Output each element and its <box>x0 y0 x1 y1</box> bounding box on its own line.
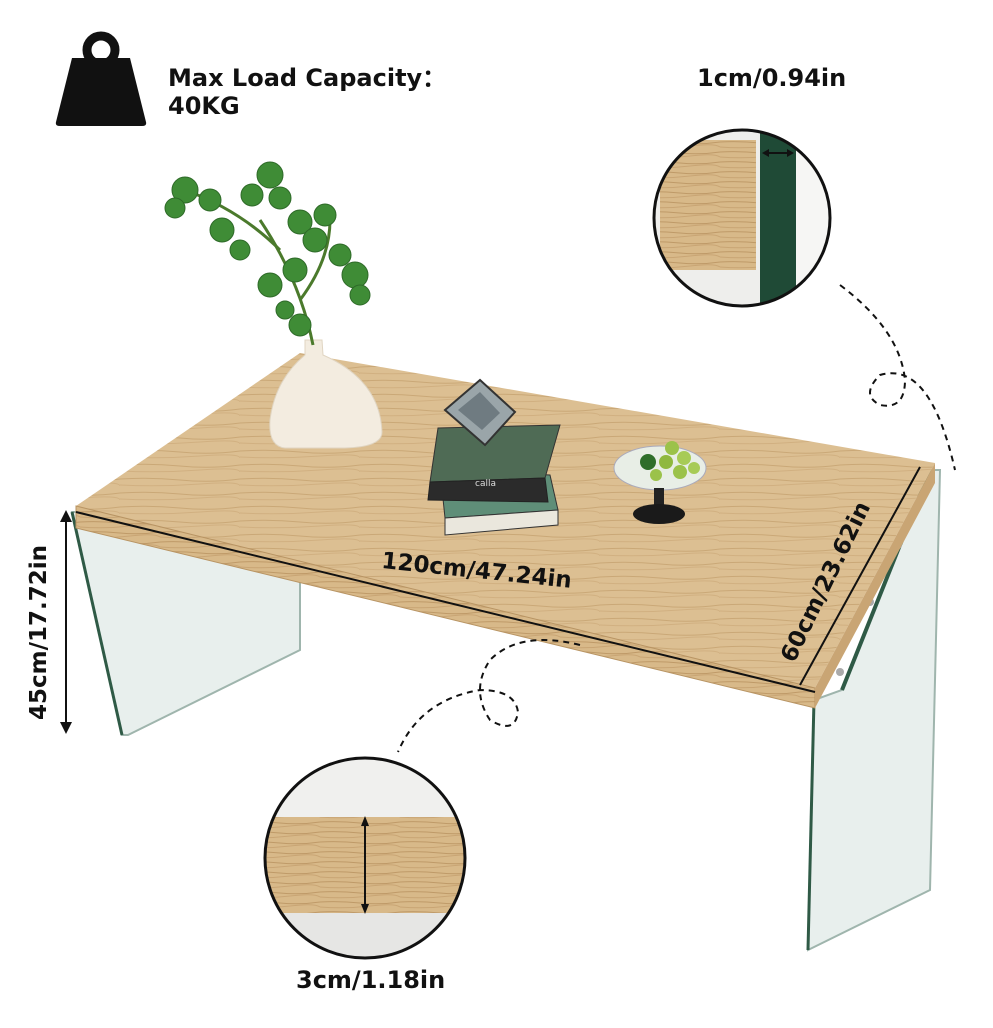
connector-top <box>839 284 956 471</box>
length-dimension-line <box>75 511 816 693</box>
height-dimension-arrow <box>60 510 72 734</box>
load-capacity-value: 40KG <box>168 92 240 120</box>
glass-thickness-detail <box>652 128 832 308</box>
glass-thickness-label: 1cm/0.94in <box>697 64 847 92</box>
connector-bottom <box>397 639 581 753</box>
fruit-bowl <box>613 441 707 524</box>
top-thickness-detail <box>263 756 467 960</box>
book-stack: calla <box>427 424 561 536</box>
vase <box>269 339 383 449</box>
load-capacity-title: Max Load Capacity： <box>168 64 447 92</box>
top-thickness-label: 3cm/1.18in <box>296 966 446 994</box>
height-label: 45cm/17.72in <box>26 544 52 720</box>
glass-cube <box>443 378 517 447</box>
weight-icon <box>55 31 147 126</box>
depth-dimension-line <box>799 466 921 686</box>
plant <box>164 161 371 346</box>
book-spine-text: calla <box>475 479 496 489</box>
